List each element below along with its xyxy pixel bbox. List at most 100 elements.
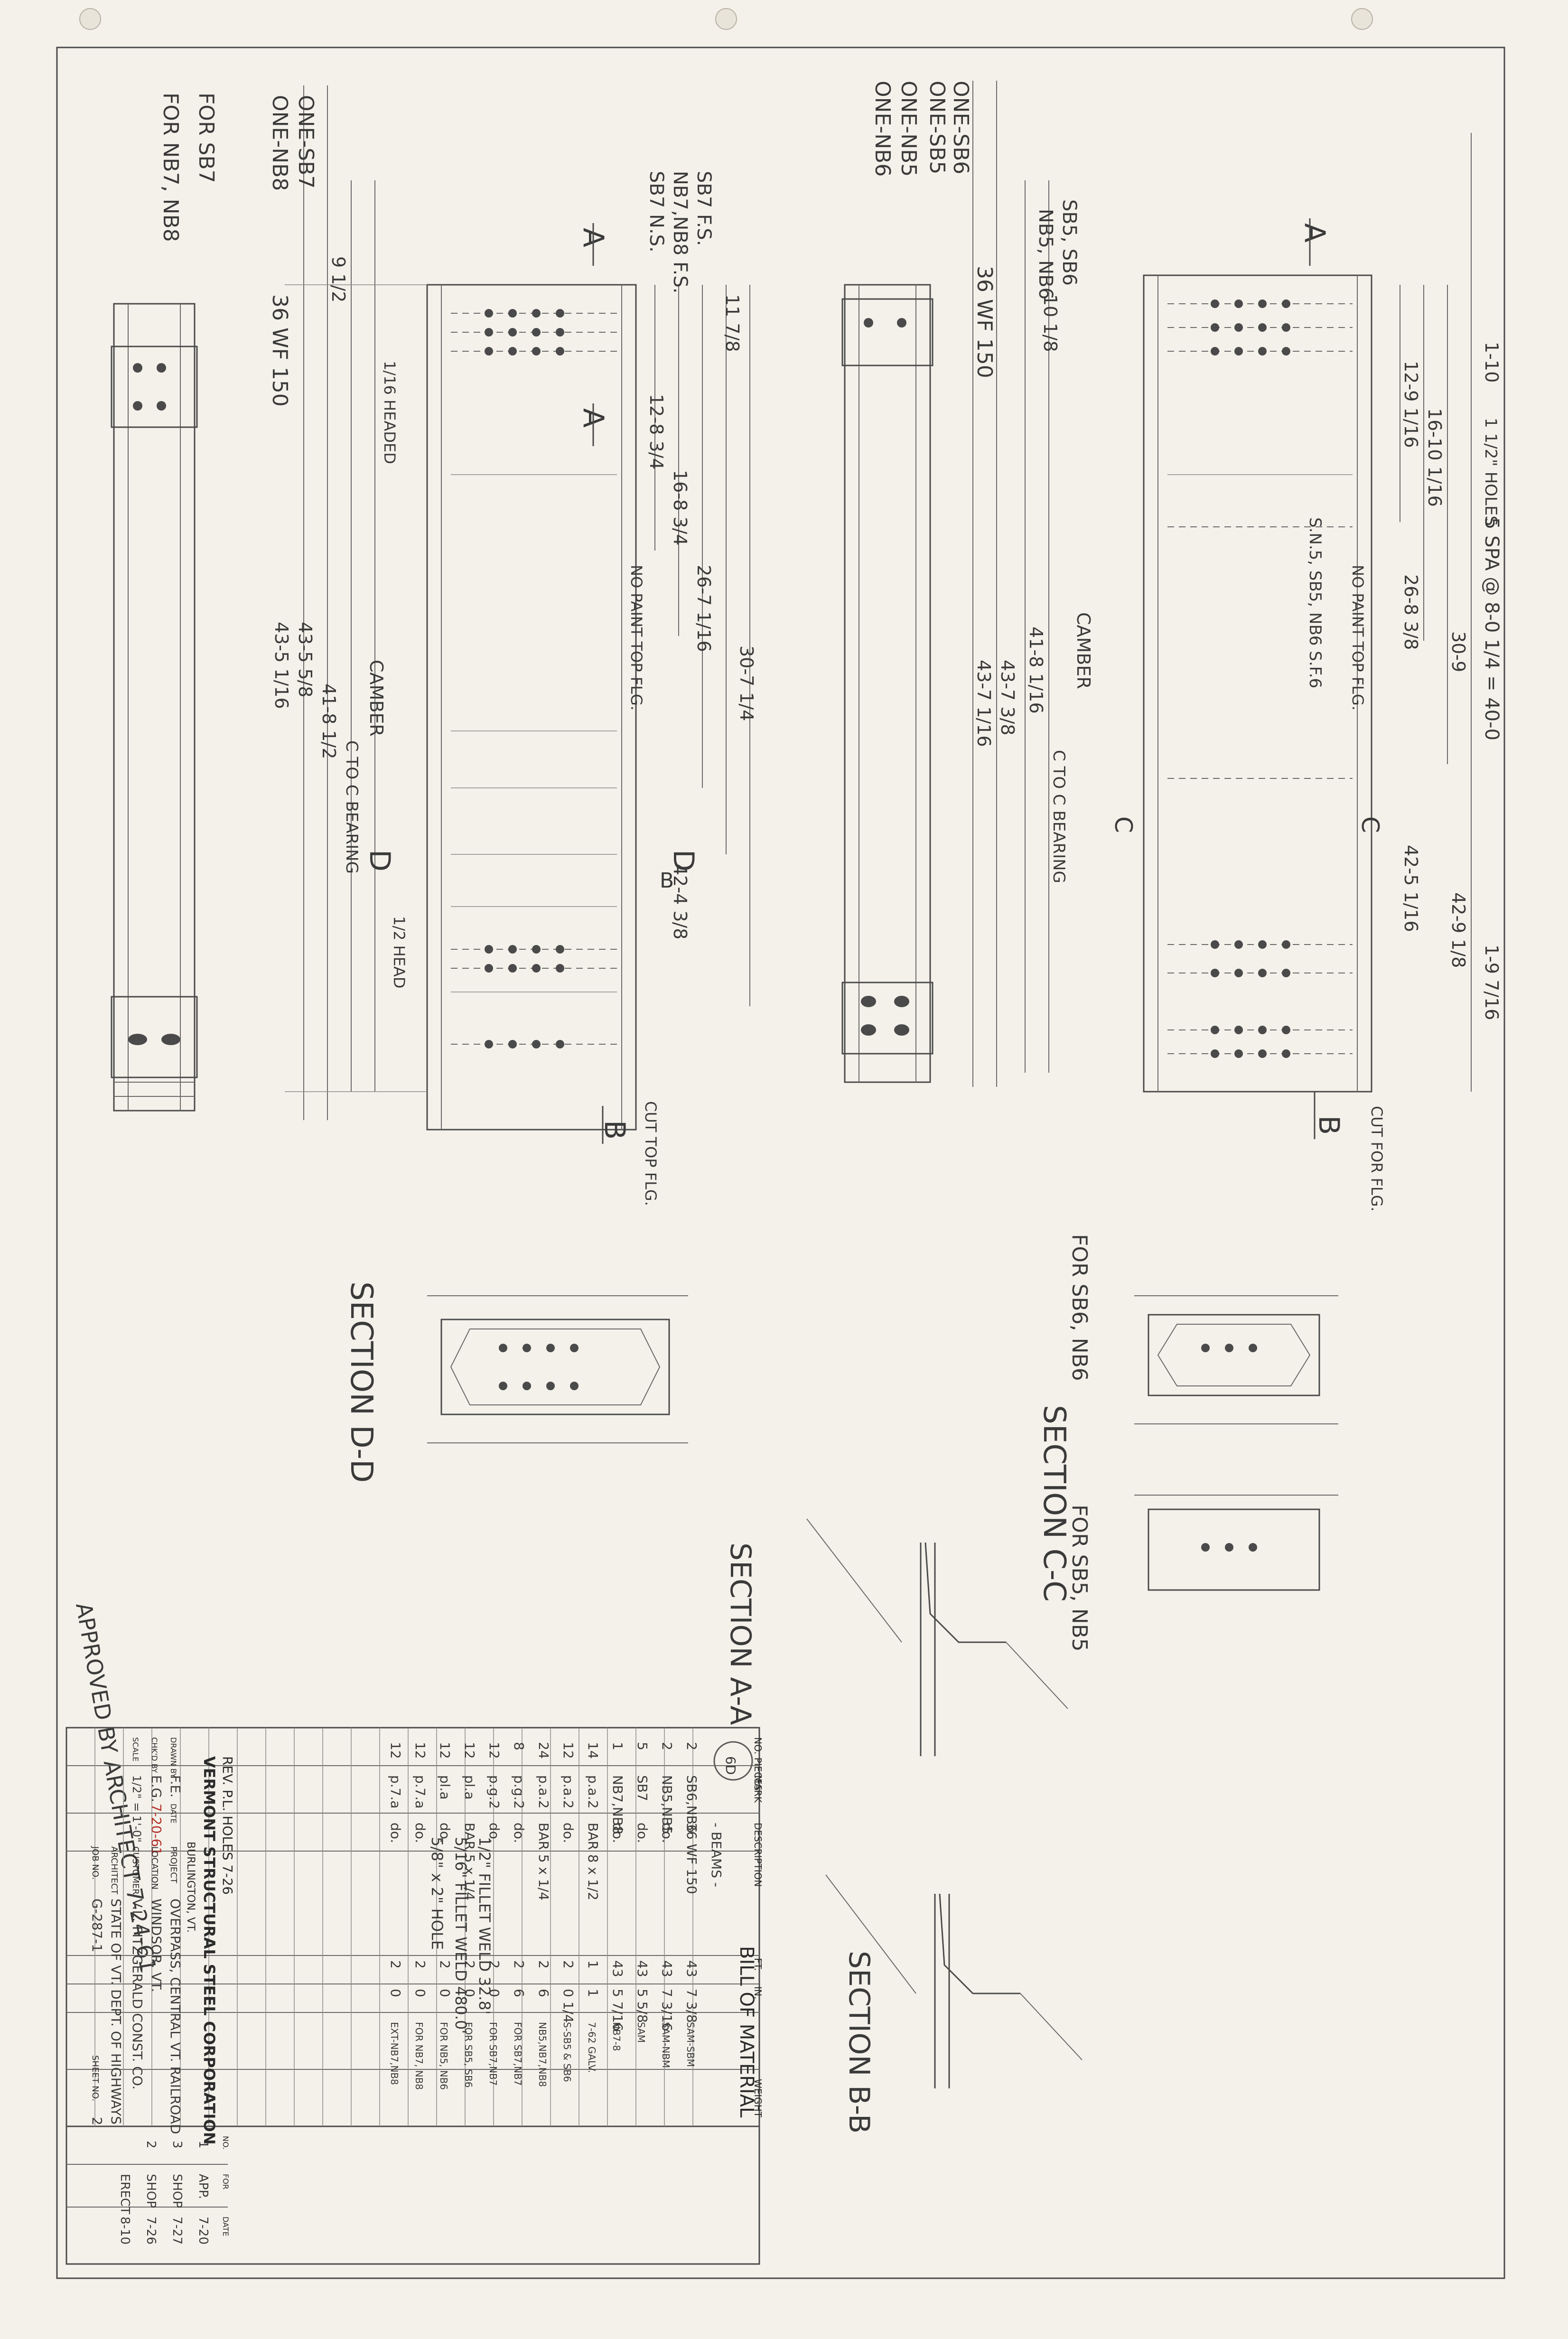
bill-cell-r1-c3: 43	[684, 1960, 700, 1977]
dim-sb7-8: 43-5 5/8	[295, 622, 316, 697]
note-c-to-c-b: C TO C BEARING	[1049, 750, 1068, 883]
bill-cell-r6-c5: S-SB5 & SB6	[561, 2022, 573, 2082]
bill-cell-r5-c3: 1	[585, 1960, 601, 1969]
print-for-header: FOR	[221, 2174, 230, 2189]
punch-hole	[1351, 8, 1373, 30]
check-by-label: CHK'D BY	[150, 1737, 159, 1773]
bill-cell-r2-c5: SAM-NBM	[660, 2022, 672, 2068]
project-value: OVERPASS, CENTRAL VT. RAILROAD	[168, 1899, 183, 2134]
date-value: 7-20-61	[149, 1804, 164, 1855]
print-cell-r0-c2: 7-20	[196, 2217, 210, 2245]
bill-cell-r11-c5: FOR NB5, NB6	[438, 2022, 449, 2090]
bill-cell-r1-c5: SAM-SBM	[685, 2022, 696, 2067]
bill-cell-r11-c0: 12	[437, 1742, 453, 1759]
bill-cell-r1-c1: SB6,NB6	[684, 1775, 700, 1833]
bill-cell-r4-c5: NB7-8	[611, 2022, 622, 2051]
dim-sb7-3: 16-8 3/4	[670, 470, 691, 545]
bill-cell-r10-c0: 12	[462, 1742, 477, 1759]
label-36wf150: 36 WF 150	[268, 294, 292, 407]
bill-cell-r10-c2: BAR 5 x 1/4	[462, 1823, 477, 1900]
bill-cell-r7-c3: 2	[536, 1960, 551, 1969]
bill-cell-r12-c0: 12	[412, 1742, 428, 1759]
bill-cell-r3-c1: SB7	[635, 1775, 650, 1801]
bill-cell-r12-c3: 2	[412, 1960, 428, 1969]
col-ft: FT.	[752, 1958, 764, 1971]
bill-cell-r1-c0: 2	[684, 1742, 700, 1750]
note-cut-top: CUT TOP FLG.	[642, 1101, 660, 1206]
note-fillet-2: 5/16" FILLET WELD 480.0'	[452, 1837, 470, 2034]
job-label: JOB NO.	[90, 1846, 100, 1880]
bill-cell-r9-c4: 0	[486, 1989, 502, 1997]
label-sn5: S.N.5, SB5, NB6 S.F.6	[1306, 517, 1325, 688]
bill-cell-r13-c5: EXT-NB7,NB8	[389, 2022, 400, 2085]
svg-text:B: B	[660, 869, 674, 893]
label-nb7-fs: NB7,NB8 F.S.	[669, 171, 691, 293]
bill-cell-r5-c2: BAR 8 x 1/2	[585, 1823, 601, 1900]
bill-cell-r6-c2: do.	[560, 1823, 576, 1843]
dim-sb6-8: 43-7 1/16	[973, 660, 994, 747]
svg-text:B: B	[1312, 1115, 1345, 1135]
dim-sb6-7: 42-9 1/8	[1448, 892, 1469, 968]
bill-cell-r4-c4: 5 7/16	[610, 1989, 625, 2031]
drawn-by-label: DRAWN BY	[169, 1737, 178, 1778]
dim-sb7-1: 11 7/8	[722, 294, 743, 352]
job-value: G-287-1	[89, 1899, 105, 1952]
dim-sb6-2: 16-10 1/16	[1424, 408, 1445, 507]
print-cell-r2-c2: 7-26	[144, 2217, 158, 2245]
section-d-d-detail: SECTION D-D	[344, 1282, 688, 1483]
print-no-header: NO.	[221, 2136, 230, 2150]
bill-cell-r5-c1: p.a.2	[585, 1775, 601, 1809]
punch-hole	[79, 8, 101, 30]
print-date-header: DATE	[221, 2217, 230, 2236]
bill-cell-r10-c3: 2	[462, 1960, 477, 1969]
dim-sb6-1: 12-9 1/16	[1400, 361, 1421, 448]
label-sb7-fs: SB7 F.S.	[693, 171, 715, 246]
bill-of-material: BILL OF MATERIAL NO. PIECES MARK DESCRIP…	[65, 1727, 764, 2265]
bill-cell-r10-c1: pl.a	[462, 1775, 477, 1800]
col-mark: MARK	[752, 1775, 764, 1803]
bill-cell-r6-c1: p.a.2	[560, 1775, 576, 1809]
note-c-to-c: C TO C BEARING	[342, 740, 361, 874]
dim-sb7-5: 30-7 1/4	[736, 646, 757, 721]
label-for-nb7-nb8: FOR NB7, NB8	[159, 93, 183, 242]
bill-cell-r12-c2: do.	[412, 1823, 428, 1843]
project-label: PROJECT	[168, 1846, 178, 1884]
bill-cell-r3-c3: 43	[635, 1960, 650, 1977]
bill-cell-r1-c4: 7 3/8	[684, 1989, 700, 2023]
dim-sb7-2: 12-8 3/4	[646, 394, 667, 469]
bill-title: BILL OF MATERIAL	[736, 1946, 757, 2118]
note-no-paint: NO PAINT TOP FLG.	[627, 565, 645, 711]
bill-cell-r12-c4: 0	[412, 1989, 428, 1997]
bill-cell-r7-c4: 6	[536, 1989, 551, 1997]
bill-cell-r10-c5: FOR SB5, SB6	[463, 2022, 474, 2088]
bill-cell-r1-c2: 36 WF 150	[684, 1823, 700, 1894]
bill-cell-r9-c2: do.	[486, 1823, 502, 1843]
note-fillet-1: 1/2" FILLET WELD 32.8'	[476, 1837, 494, 2014]
architect-value: STATE OF VT. DEPT. OF HIGHWAYS	[108, 1899, 124, 2124]
label-one-nb8: ONE-NB8	[268, 95, 292, 191]
print-cell-r0-c1: APP.	[196, 2174, 210, 2199]
svg-text:C: C	[1356, 816, 1384, 833]
bill-cell-r11-c3: 2	[437, 1960, 453, 1969]
beam-sb7-elevation: A A B D B D FOR SB7 FOR NB7, NB8 ONE-SB7…	[111, 85, 757, 1206]
sheet-circle-stamp	[713, 1741, 753, 1781]
scale-value: 1/2" = 1'-0"	[130, 1775, 143, 1843]
customer-label: CUSTOMER	[131, 1846, 140, 1895]
col-in: IN.	[752, 1986, 764, 1999]
print-cell-r3-c1: ERECT	[118, 2174, 132, 2214]
section-c-c-detail: SECTION C-C FOR SB6, NB6 FOR SB5, NB5	[1036, 1234, 1338, 1652]
svg-text:D: D	[667, 850, 700, 871]
bill-cell-r3-c0: 5	[635, 1742, 650, 1750]
svg-text:A: A	[1298, 223, 1331, 243]
note-headed: 1/16 HEADED	[381, 361, 399, 464]
col-description: DESCRIPTION	[752, 1823, 764, 1887]
bill-cell-r8-c1: p.g.2	[511, 1775, 527, 1809]
dim-sb6-4: 30-9	[1448, 631, 1469, 672]
section-a-a-title: SECTION A-A	[724, 1543, 757, 1725]
label-sb5-sb6: SB5, SB6	[1058, 199, 1080, 286]
print-cell-r0-c0: 1	[196, 2141, 210, 2149]
title-block: REV. P.L. HOLES 7-26 VERMONT STRUCTURAL …	[66, 1737, 235, 2245]
bill-cell-r5-c0: 14	[585, 1742, 601, 1759]
